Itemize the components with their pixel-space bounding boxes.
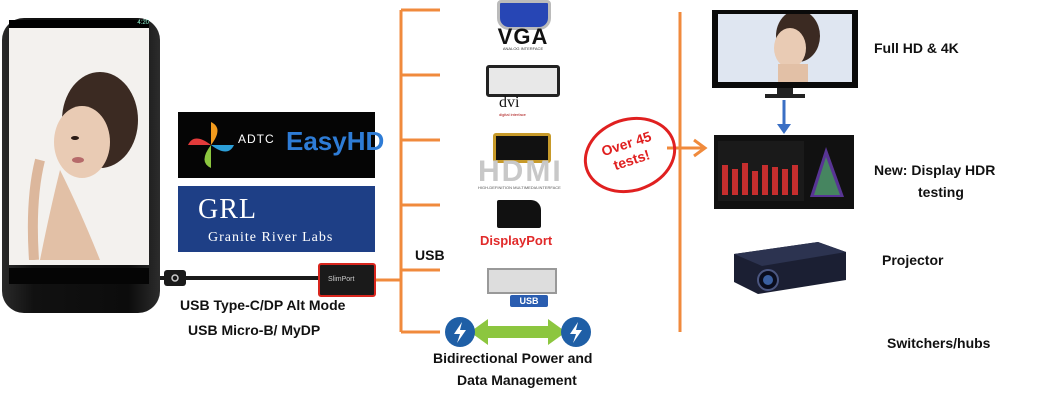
adapter-label: SlimPort bbox=[328, 276, 355, 283]
output-switchers-label: Switchers/hubs bbox=[887, 335, 991, 351]
usb-plug-icon bbox=[164, 270, 186, 286]
usb-branch-label: USB bbox=[415, 247, 445, 263]
output-hdr-label-line1: New: Display HDR bbox=[874, 162, 996, 178]
bidirectional-power-graphic bbox=[445, 317, 591, 347]
dvi-connector-icon bbox=[486, 65, 560, 97]
power-label-line1: Bidirectional Power and bbox=[433, 350, 593, 366]
power-label-line2: Data Management bbox=[457, 372, 577, 388]
usb-logo-text: USB bbox=[519, 296, 539, 306]
output-hdr-label-line2: testing bbox=[918, 184, 964, 200]
output-fullhd-label: Full HD & 4K bbox=[874, 40, 959, 56]
tv-screen-image bbox=[718, 14, 852, 82]
hdr-monitor bbox=[714, 135, 854, 209]
hdr-chart-image bbox=[718, 141, 844, 201]
adtc-easyhd-logo: ADTC EasyHD bbox=[178, 112, 384, 178]
vga-sublabel: ANALOG INTERFACE bbox=[502, 46, 544, 51]
phone-status-time: 4:20 bbox=[137, 20, 149, 26]
dvi-sublabel: digital interface bbox=[499, 112, 526, 117]
cable-label-microb: USB Micro-B/ MyDP bbox=[188, 322, 321, 338]
tv-portrait-image bbox=[774, 14, 820, 82]
cable-label-typec: USB Type-C/DP Alt Mode bbox=[180, 297, 346, 313]
output-projector-label: Projector bbox=[882, 252, 944, 268]
usb-logo: USB bbox=[510, 292, 548, 310]
phone-status-bar: 4:20 bbox=[9, 20, 149, 28]
woman-portrait-image bbox=[27, 72, 138, 260]
hdmi-connector-icon bbox=[493, 133, 551, 163]
usb-logo-icon bbox=[510, 295, 548, 307]
vga-connector-icon bbox=[497, 0, 551, 30]
usb-connector-icon bbox=[487, 268, 557, 294]
phone-nav-bar bbox=[9, 268, 149, 284]
displayport-label: DisplayPort bbox=[480, 233, 553, 248]
hdmi-label: HDMI bbox=[478, 155, 563, 188]
hdmi-sublabel: HIGH-DEFINITION MULTIMEDIA INTERFACE bbox=[478, 185, 561, 190]
dvi-logo: dvi digital interface bbox=[499, 94, 539, 117]
grl-logo: GRL Granite River Labs bbox=[178, 186, 375, 252]
easyhd-text: EasyHD bbox=[286, 126, 385, 156]
displayport-connector-icon bbox=[497, 200, 541, 228]
dvi-label: dvi bbox=[499, 94, 520, 111]
tv-base bbox=[765, 94, 805, 98]
slimport-adapter: SlimPort bbox=[318, 263, 376, 297]
vga-label: VGA bbox=[497, 24, 549, 49]
projector-image bbox=[734, 242, 846, 294]
grl-full-text: Granite River Labs bbox=[208, 230, 334, 245]
tv-stand bbox=[777, 88, 793, 94]
pinwheel-icon bbox=[188, 122, 234, 168]
adtc-text: ADTC bbox=[238, 132, 275, 146]
grl-short-text: GRL bbox=[198, 194, 257, 225]
